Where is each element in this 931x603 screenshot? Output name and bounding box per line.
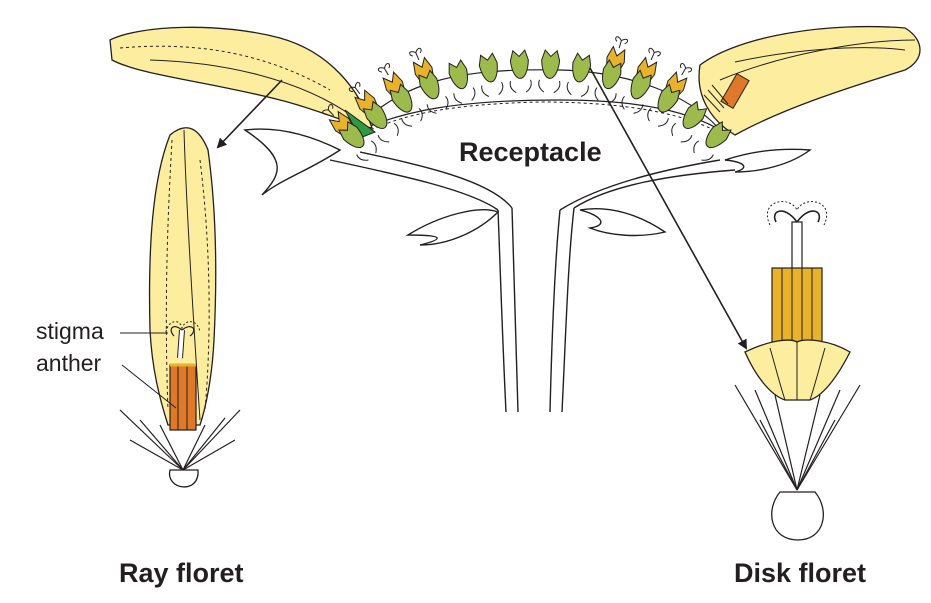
ray-petal-right-head	[699, 27, 920, 135]
stigma-label: stigma	[36, 318, 104, 345]
anther-label: anther	[36, 350, 101, 377]
disk-floret-detail	[735, 202, 860, 540]
disk-floret-label: Disk floret	[734, 558, 866, 589]
ray-floret-label: Ray floret	[119, 558, 244, 589]
leaf-upper-left	[245, 129, 340, 195]
stems	[330, 152, 735, 412]
leaf-lower-right	[580, 209, 665, 236]
leaf-upper-right	[725, 149, 810, 172]
leaf-lower-left	[408, 210, 498, 245]
receptacle-label: Receptacle	[459, 137, 602, 168]
ray-floret-detail	[120, 128, 240, 487]
